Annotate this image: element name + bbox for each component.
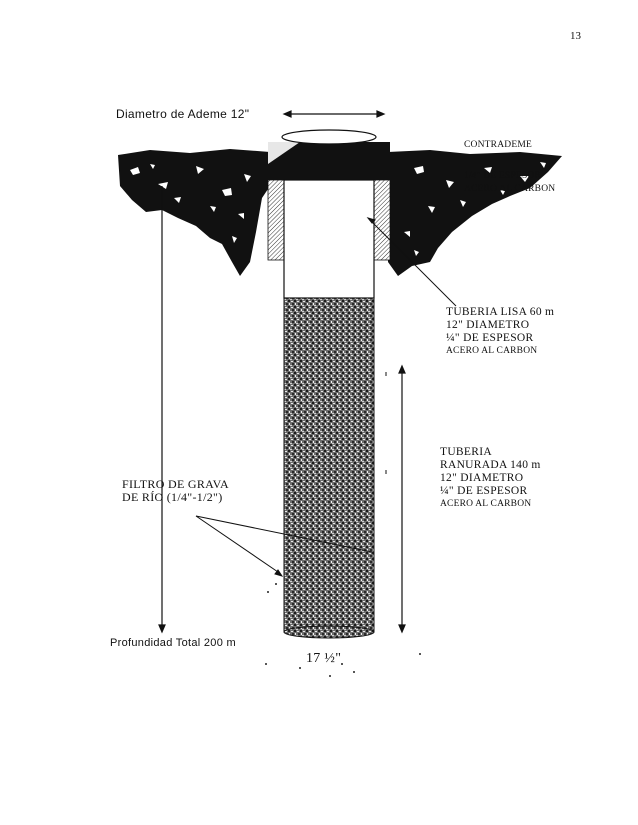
contrademe-line-1: CONTRADEME: [464, 140, 532, 150]
smooth-casing: [283, 179, 375, 299]
bore-diameter-label: 17 ½": [306, 651, 342, 666]
bottom-speckles: [265, 583, 421, 677]
contrademe-left-wall: [267, 179, 285, 261]
casing-top-rim: [281, 129, 377, 145]
gravel-filter-label: FILTRO DE GRAVA DE RÍO (1/4"-1/2"): [122, 478, 229, 504]
smooth-pipe-line-4: ACERO AL CARBON: [446, 346, 538, 356]
contrademe-line-2: 1/4" DE ESPESOR: [464, 171, 542, 181]
slotted-pipe-line-1: TUBERIA: [440, 446, 492, 458]
smooth-pipe-line-1: TUBERIA LISA 60 m: [446, 306, 555, 318]
slotted-pipe-label: TUBERIA RANURADA 140 m 12" DIAMETRO ¼" D…: [440, 446, 541, 511]
total-depth-arrow: [158, 186, 166, 634]
contrademe-top-band: [268, 142, 390, 180]
smooth-pipe-label: TUBERIA LISA 60 m 12" DIAMETRO ¼" DE ESP…: [446, 306, 554, 358]
casing-diameter-label: Diametro de Ademe 12": [116, 107, 250, 121]
soil-surface: [118, 149, 562, 276]
gravel-filter-column: [283, 297, 375, 637]
contrademe-right-wall: [373, 179, 391, 261]
contrademe-line-3: ACERO AL CARBON: [464, 184, 556, 194]
total-depth-label: Profundidad Total 200 m: [110, 637, 236, 649]
slotted-pipe-line-3: 12" DIAMETRO: [440, 472, 524, 484]
slotted-pipe-line-5: ACERO AL CARBON: [440, 499, 532, 509]
smooth-pipe-line-2: 12" DIAMETRO: [446, 319, 530, 331]
casing-diameter-arrow: [282, 110, 386, 118]
gravel-filter-line-1: FILTRO DE GRAVA: [122, 477, 229, 491]
page-number: 13: [570, 30, 581, 42]
slotted-pipe-line-2: RANURADA 140 m: [440, 459, 541, 471]
slotted-length-arrow: [398, 364, 406, 634]
leader-lines: [195, 159, 462, 577]
smooth-pipe-line-3: ¼" DE ESPESOR: [446, 332, 534, 344]
slotted-pipe-line-4: ¼" DE ESPESOR: [440, 485, 528, 497]
contrademe-label: CONTRADEME 1/4" DE ESPESOR ACERO AL CARB…: [464, 139, 555, 196]
gravel-filter-line-2: DE RÍO (1/4"-1/2"): [122, 490, 223, 504]
